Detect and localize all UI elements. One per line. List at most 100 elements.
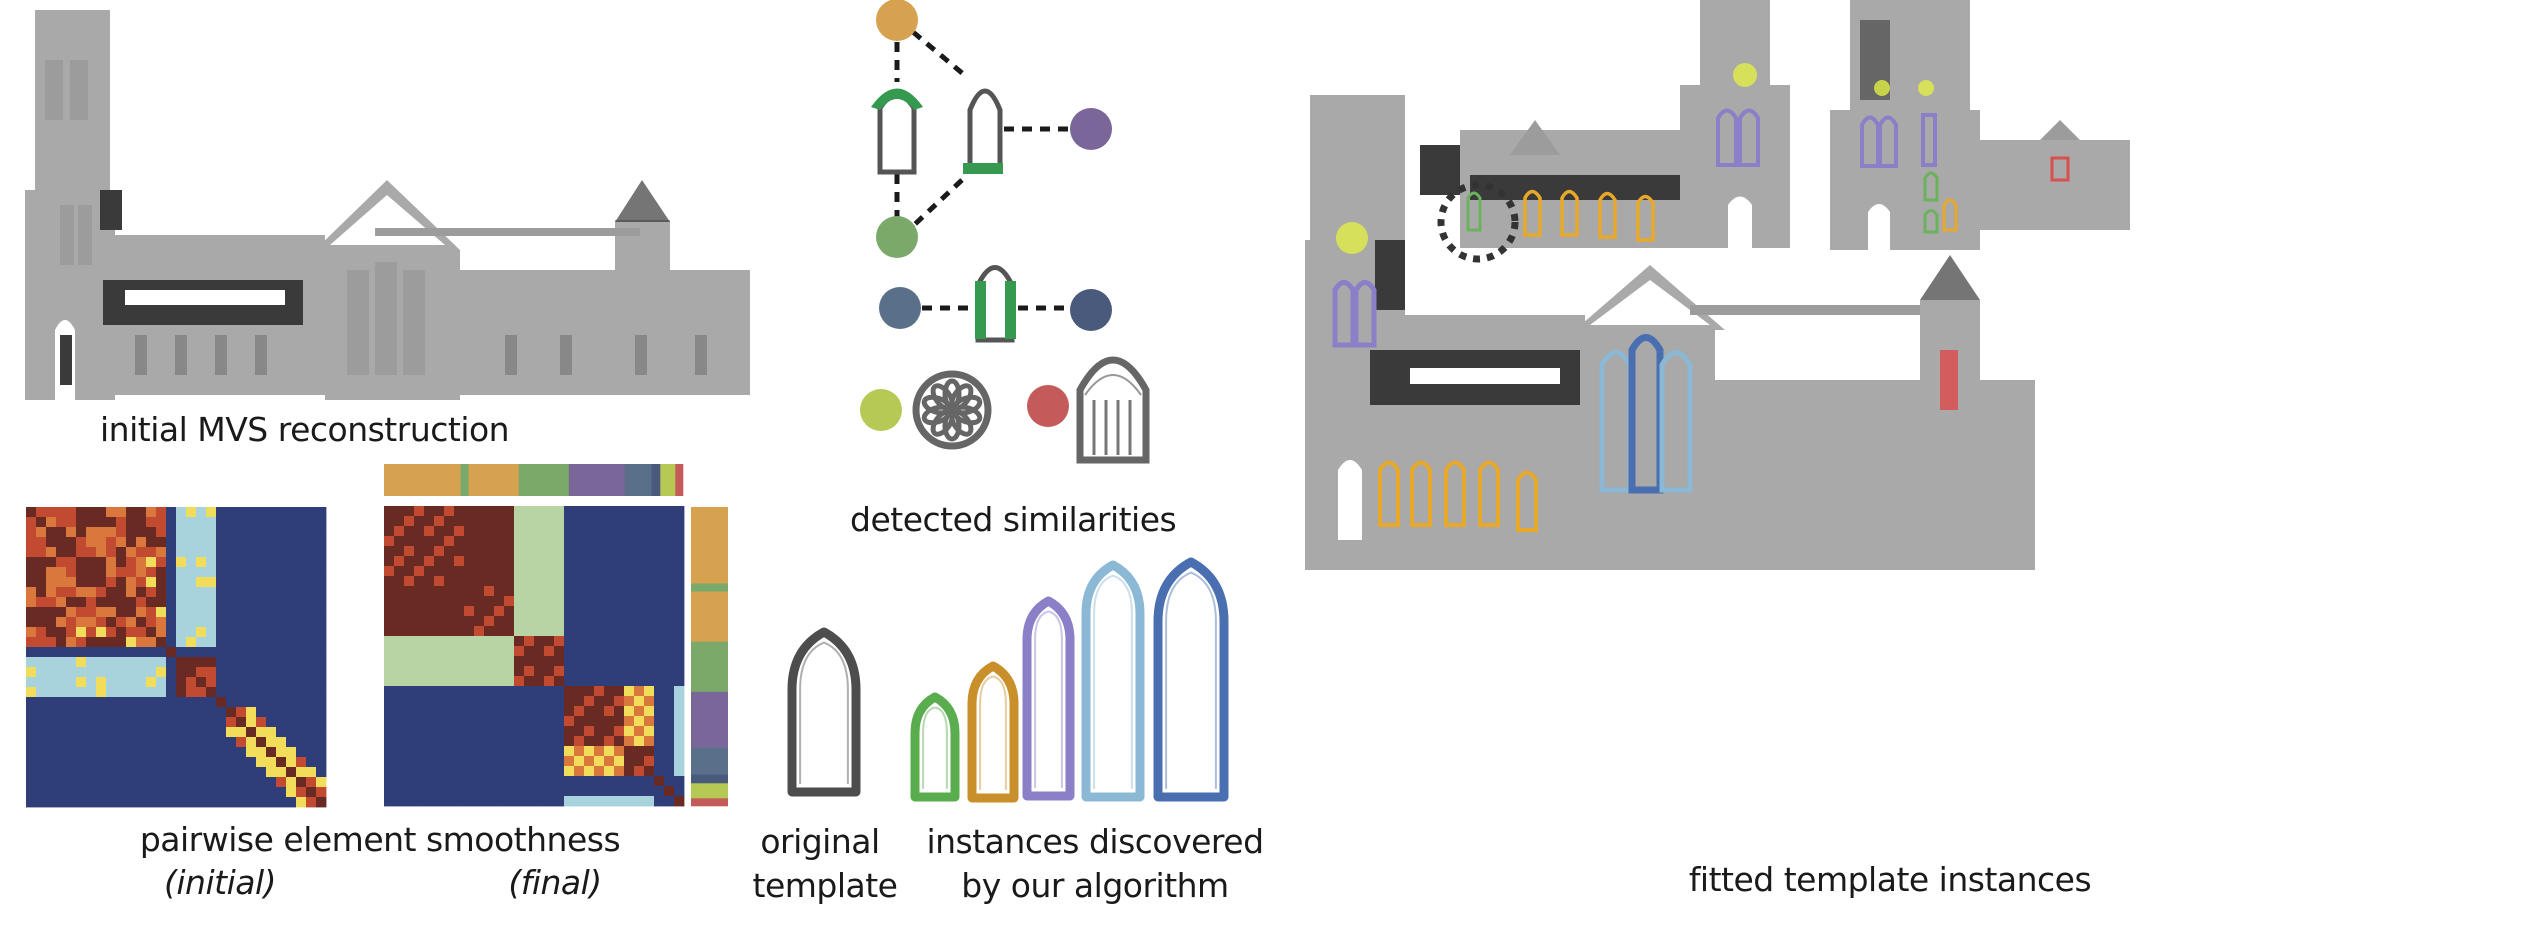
heatmap-initial-cell <box>296 567 307 578</box>
heatmap-initial-cell <box>166 707 177 718</box>
heatmap-final-cell <box>554 596 565 607</box>
heatmap-final-cell <box>464 546 475 557</box>
heatmap-final-cell <box>384 516 395 527</box>
heatmap-final-cell <box>654 576 665 587</box>
heatmap-final-cell <box>644 516 655 527</box>
heatmap-final-cell <box>584 796 595 807</box>
heatmap-initial-cell <box>76 617 87 628</box>
heatmap-final-cell <box>584 606 595 617</box>
heatmap-initial-cell <box>76 577 87 588</box>
heatmap-initial-cell <box>146 517 157 528</box>
heatmap-final-cell <box>584 586 595 597</box>
heatmap-initial-cell <box>166 777 177 788</box>
heatmap-initial-cell <box>236 767 247 778</box>
heatmap-initial-cell <box>236 747 247 758</box>
heatmap-final-cell <box>454 686 465 697</box>
heatmap-final-cell <box>404 766 415 777</box>
heatmap-initial-cell <box>246 707 257 718</box>
heatmap-initial-cell <box>176 737 187 748</box>
heatmap-final-cell <box>674 596 685 607</box>
heatmap-final-cell <box>454 796 465 807</box>
heatmap-final-cell <box>554 626 565 637</box>
heatmap-initial-cell <box>186 687 197 698</box>
heatmap-initial-cell <box>56 777 67 788</box>
heatmap-final-cell <box>494 506 505 517</box>
heatmap-initial-cell <box>306 777 317 788</box>
heatmap-final-cell <box>514 786 525 797</box>
heatmap-final-cell <box>464 716 475 727</box>
heatmap-final-cell <box>564 686 575 697</box>
heatmap-initial-cell <box>96 607 107 618</box>
heatmap-initial-cell <box>156 547 167 558</box>
heatmap-initial-cell <box>146 547 157 558</box>
heatmap-initial-cell <box>286 667 297 678</box>
heatmap-initial-cell <box>266 737 277 748</box>
heatmap-initial-cell <box>266 747 277 758</box>
heatmap-initial-cell <box>186 657 197 668</box>
heatmap-final-cell <box>524 746 535 757</box>
heatmap-initial-cell <box>316 517 327 528</box>
heatmap-initial-cell <box>286 567 297 578</box>
heatmap-final-cell <box>624 646 635 657</box>
heatmap-initial-cell <box>206 527 217 538</box>
heatmap-final-cell <box>514 766 525 777</box>
heatmap-final-cell <box>504 666 515 677</box>
heatmap-initial-cell <box>246 557 257 568</box>
heatmap-initial-cell <box>276 627 287 638</box>
heatmap-final-cell <box>594 596 605 607</box>
heatmap-initial-cell <box>56 617 67 628</box>
heatmap-initial-cell <box>56 637 67 648</box>
heatmap-initial-cell <box>176 507 187 518</box>
heatmap-initial-cell <box>96 637 107 648</box>
heatmap-initial-cell <box>146 587 157 598</box>
heatmap-final-cell <box>434 756 445 767</box>
heatmap-final-cell <box>404 576 415 587</box>
heatmap-final-cell <box>644 796 655 807</box>
heatmap-final-cell <box>394 696 405 707</box>
heatmap-final-cell <box>604 516 615 527</box>
heatmap-final-cell <box>474 596 485 607</box>
heatmap-final-cell <box>454 596 465 607</box>
heatmap-final-cell <box>674 756 685 767</box>
heatmap-initial-cell <box>156 677 167 688</box>
heatmap-final-cell <box>654 656 665 667</box>
node-slate <box>879 287 921 329</box>
heatmap-final-cell <box>584 766 595 777</box>
heatmap-final-cell <box>584 726 595 737</box>
heatmap-final-cell <box>454 546 465 557</box>
heatmap-final-cell <box>604 696 615 707</box>
heatmap-final-cell <box>444 686 455 697</box>
heatmap-initial-cell <box>116 737 127 748</box>
heatmap-final-cell <box>394 726 405 737</box>
heatmap-final-cell <box>514 756 525 767</box>
heatmap-final-cell <box>644 596 655 607</box>
heatmap-final-cell <box>434 596 445 607</box>
heatmap-initial-cell <box>156 597 167 608</box>
heatmap-initial-cell <box>266 757 277 768</box>
heatmap-final-cell <box>484 506 495 517</box>
heatmap-final-cell <box>424 616 435 627</box>
heatmap-final-cell <box>524 506 535 517</box>
heatmap-initial-cell <box>106 787 117 798</box>
heatmap-final-cell <box>554 586 565 597</box>
heatmap-initial-cell <box>206 677 217 688</box>
heatmap-final-cell <box>424 786 435 797</box>
heatmap-final-cell <box>524 536 535 547</box>
heatmap-initial-cell <box>186 527 197 538</box>
heatmap-final-cell <box>634 616 645 627</box>
heatmap-initial-cell <box>226 757 237 768</box>
heatmap-final-cell <box>404 666 415 677</box>
heatmap-initial-cell <box>216 637 227 648</box>
heatmap-final-cell <box>384 656 395 667</box>
heatmap-final-cell <box>464 586 475 597</box>
heatmap-final-cell <box>554 796 565 807</box>
heatmap-initial-cell <box>316 677 327 688</box>
heatmap-initial-cell <box>116 537 127 548</box>
heatmap-final-cell <box>424 716 435 727</box>
heatmap-final-cell <box>554 646 565 657</box>
heatmap-initial-cell <box>156 657 167 668</box>
heatmap-initial-cell <box>96 687 107 698</box>
heatmap-initial-cell <box>156 687 167 698</box>
heatmap-final-cell <box>604 746 615 757</box>
heatmap-final-cell <box>514 586 525 597</box>
